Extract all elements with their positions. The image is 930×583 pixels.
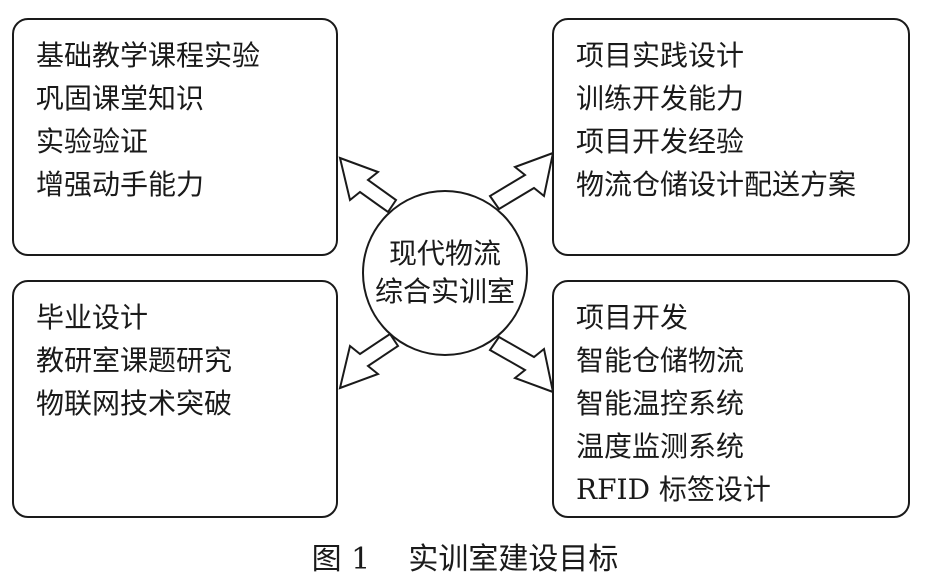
box-line: 基础教学课程实验 <box>36 39 261 72</box>
box-line: 教研室课题研究 <box>36 344 233 377</box>
center-node: 现代物流 综合实训室 <box>362 190 528 356</box>
box-line: 智能温控系统 <box>576 387 745 420</box>
box-line: 项目开发 <box>576 301 689 334</box>
box-line: 物流仓储设计配送方案 <box>576 168 857 201</box>
center-line: 现代物流 <box>388 237 501 270</box>
box-graduation-design: 毕业设计 教研室课题研究 物联网技术突破 <box>12 280 338 518</box>
box-basic-teaching: 基础教学课程实验 巩固课堂知识 实验验证 增强动手能力 <box>12 18 338 256</box>
box-line: 项目开发经验 <box>576 125 745 158</box>
box-line: 增强动手能力 <box>36 168 205 201</box>
box-line: 项目实践设计 <box>576 39 745 72</box>
arrow-to-top-right <box>488 151 555 211</box>
box-project-practice: 项目实践设计 训练开发能力 项目开发经验 物流仓储设计配送方案 <box>552 18 910 256</box>
box-line: 毕业设计 <box>36 301 149 334</box>
box-line: 巩固课堂知识 <box>36 82 205 115</box>
box-project-development: 项目开发 智能仓储物流 智能温控系统 温度监测系统 RFID 标签设计 <box>552 280 910 518</box>
arrow-to-top-left <box>338 156 398 214</box>
box-line: RFID 标签设计 <box>576 473 771 506</box>
box-line: 智能仓储物流 <box>576 344 745 377</box>
arrow-to-bottom-right <box>488 335 555 394</box>
box-line: 实验验证 <box>36 125 149 158</box>
box-line: 物联网技术突破 <box>36 387 233 420</box>
arrow-to-bottom-left <box>338 332 400 390</box>
center-line: 综合实训室 <box>374 275 515 308</box>
box-line: 温度监测系统 <box>576 430 745 463</box>
box-line: 训练开发能力 <box>576 82 745 115</box>
figure-caption: 图 1 实训室建设目标 <box>311 542 619 577</box>
